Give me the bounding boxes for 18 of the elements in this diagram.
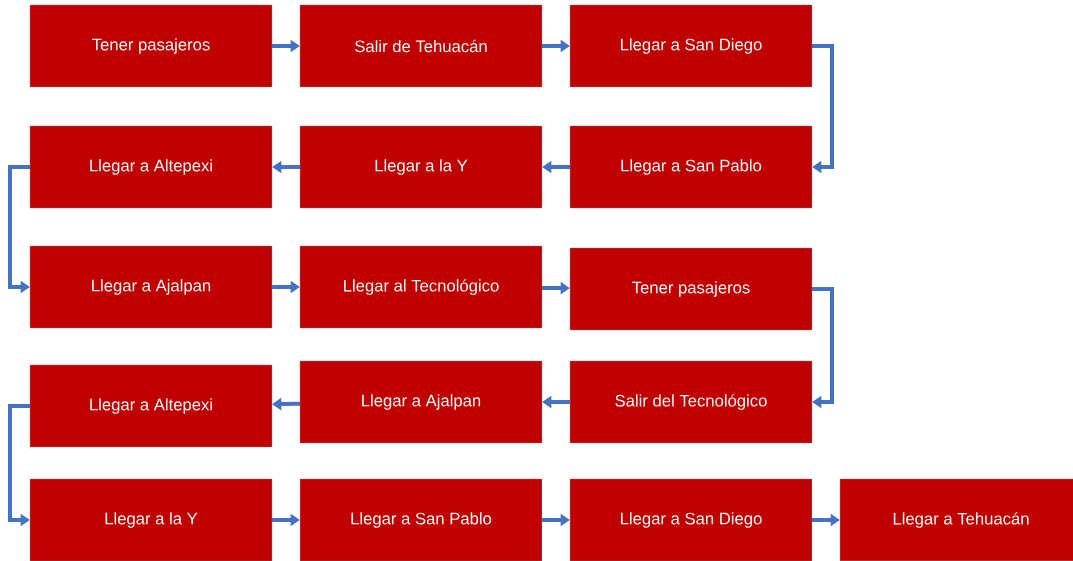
process-box: Llegar a la Y	[300, 126, 542, 208]
process-box: Llegar a San Pablo	[300, 479, 542, 561]
process-box: Salir de Tehuacán	[300, 5, 542, 87]
process-box: Llegar a San Diego	[570, 479, 812, 561]
process-box: Llegar a San Pablo	[570, 126, 812, 208]
process-box: Llegar al Tecnológico	[300, 246, 542, 328]
arrow	[812, 287, 834, 409]
arrow	[812, 44, 834, 174]
process-box: Llegar a Ajalpan	[300, 361, 542, 443]
process-box: Llegar a Altepexi	[30, 365, 272, 447]
process-box: Llegar a la Y	[30, 479, 272, 561]
process-box: Tener pasajeros	[30, 5, 272, 87]
process-box: Tener pasajeros	[570, 248, 812, 330]
process-box: Llegar a Ajalpan	[30, 246, 272, 328]
process-box: Llegar a Tehuacán	[840, 479, 1073, 561]
process-box: Llegar a Altepexi	[30, 126, 272, 208]
process-box: Salir del Tecnológico	[570, 361, 812, 443]
process-box: Llegar a San Diego	[570, 5, 812, 87]
